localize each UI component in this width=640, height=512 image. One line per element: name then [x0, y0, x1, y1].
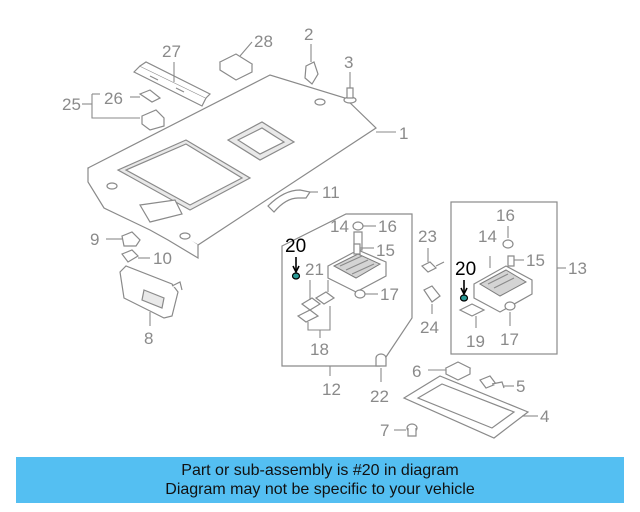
callout-4: 4 — [540, 407, 549, 426]
callout-12: 12 — [322, 380, 341, 399]
callout-26: 26 — [104, 89, 123, 108]
clip-2-part — [304, 61, 319, 85]
callout-22: 22 — [370, 387, 389, 406]
callout-14a: 14 — [330, 217, 349, 236]
callout-8: 8 — [144, 329, 153, 348]
bulb-15-part — [353, 243, 361, 255]
callout-19: 19 — [466, 332, 485, 351]
callout-18: 18 — [310, 340, 329, 359]
assist-grip-part — [267, 189, 311, 213]
callout-28: 28 — [254, 32, 273, 51]
callout-3: 3 — [344, 53, 353, 72]
callout-20b: 20 — [455, 259, 476, 280]
assembly-box-12 — [281, 213, 413, 367]
bulb-15b-part — [507, 255, 515, 267]
map-lamp-assembly-part — [327, 249, 387, 293]
callout-5: 5 — [516, 377, 525, 396]
bulb-17-part — [354, 289, 366, 299]
connector-24-part — [423, 285, 441, 303]
roof-trim-strip-part — [132, 61, 212, 107]
callout-1: 1 — [399, 124, 408, 143]
callout-2: 2 — [304, 25, 313, 44]
clip-25-part — [141, 109, 165, 131]
callout-17b: 17 — [500, 330, 519, 349]
screw-7-part — [406, 423, 418, 437]
part-20-clip-highlight-2 — [459, 294, 469, 302]
callout-10: 10 — [153, 249, 172, 268]
callout-21: 21 — [305, 260, 324, 279]
callout-9: 9 — [90, 230, 99, 249]
assembly-box-13 — [450, 201, 558, 355]
part-20-clip-highlight — [291, 272, 301, 280]
bracket-5-part — [479, 375, 505, 389]
callout-14b: 14 — [478, 227, 497, 246]
callout-24: 24 — [420, 318, 439, 337]
callout-13: 13 — [568, 259, 587, 278]
headliner-part — [87, 74, 377, 260]
banner-line-2: Diagram may not be specific to your vehi… — [165, 481, 475, 498]
callout-16a: 16 — [378, 217, 397, 236]
clip-3-part — [343, 87, 357, 104]
hook-9-part — [121, 231, 141, 247]
info-banner: Part or sub-assembly is #20 in diagram D… — [16, 457, 624, 503]
callout-16b: 16 — [496, 206, 515, 225]
callout-27: 27 — [162, 42, 181, 61]
bracket-6-part — [444, 361, 472, 381]
dome-lamp-assembly-part — [473, 265, 533, 313]
lens-18-part — [296, 291, 336, 323]
callout-15a: 15 — [376, 241, 395, 260]
lens-19-part — [458, 303, 486, 317]
callout-20a: 20 — [285, 236, 306, 257]
callout-15b: 15 — [526, 251, 545, 270]
clip-22-part — [375, 353, 387, 367]
callout-25: 25 — [62, 95, 81, 114]
clip-26-part — [138, 89, 162, 103]
sun-visor-part — [119, 265, 183, 319]
bulb-16b-part — [502, 239, 514, 249]
banner-line-1: Part or sub-assembly is #20 in diagram — [181, 462, 459, 479]
bulb-16-part — [352, 221, 364, 231]
callout-7: 7 — [380, 421, 389, 440]
bulb-17b-part — [504, 301, 516, 311]
clip-28-part — [218, 53, 254, 81]
callout-17a: 17 — [380, 285, 399, 304]
sunroof-frame-part — [402, 375, 530, 439]
parts-diagram: 1 27 28 2 3 26 25 11 — [62, 25, 587, 440]
callout-11: 11 — [322, 183, 340, 202]
callout-6: 6 — [412, 362, 421, 381]
clip-10-part — [121, 249, 139, 263]
wire-23-part — [420, 261, 445, 273]
callout-23: 23 — [418, 227, 437, 246]
